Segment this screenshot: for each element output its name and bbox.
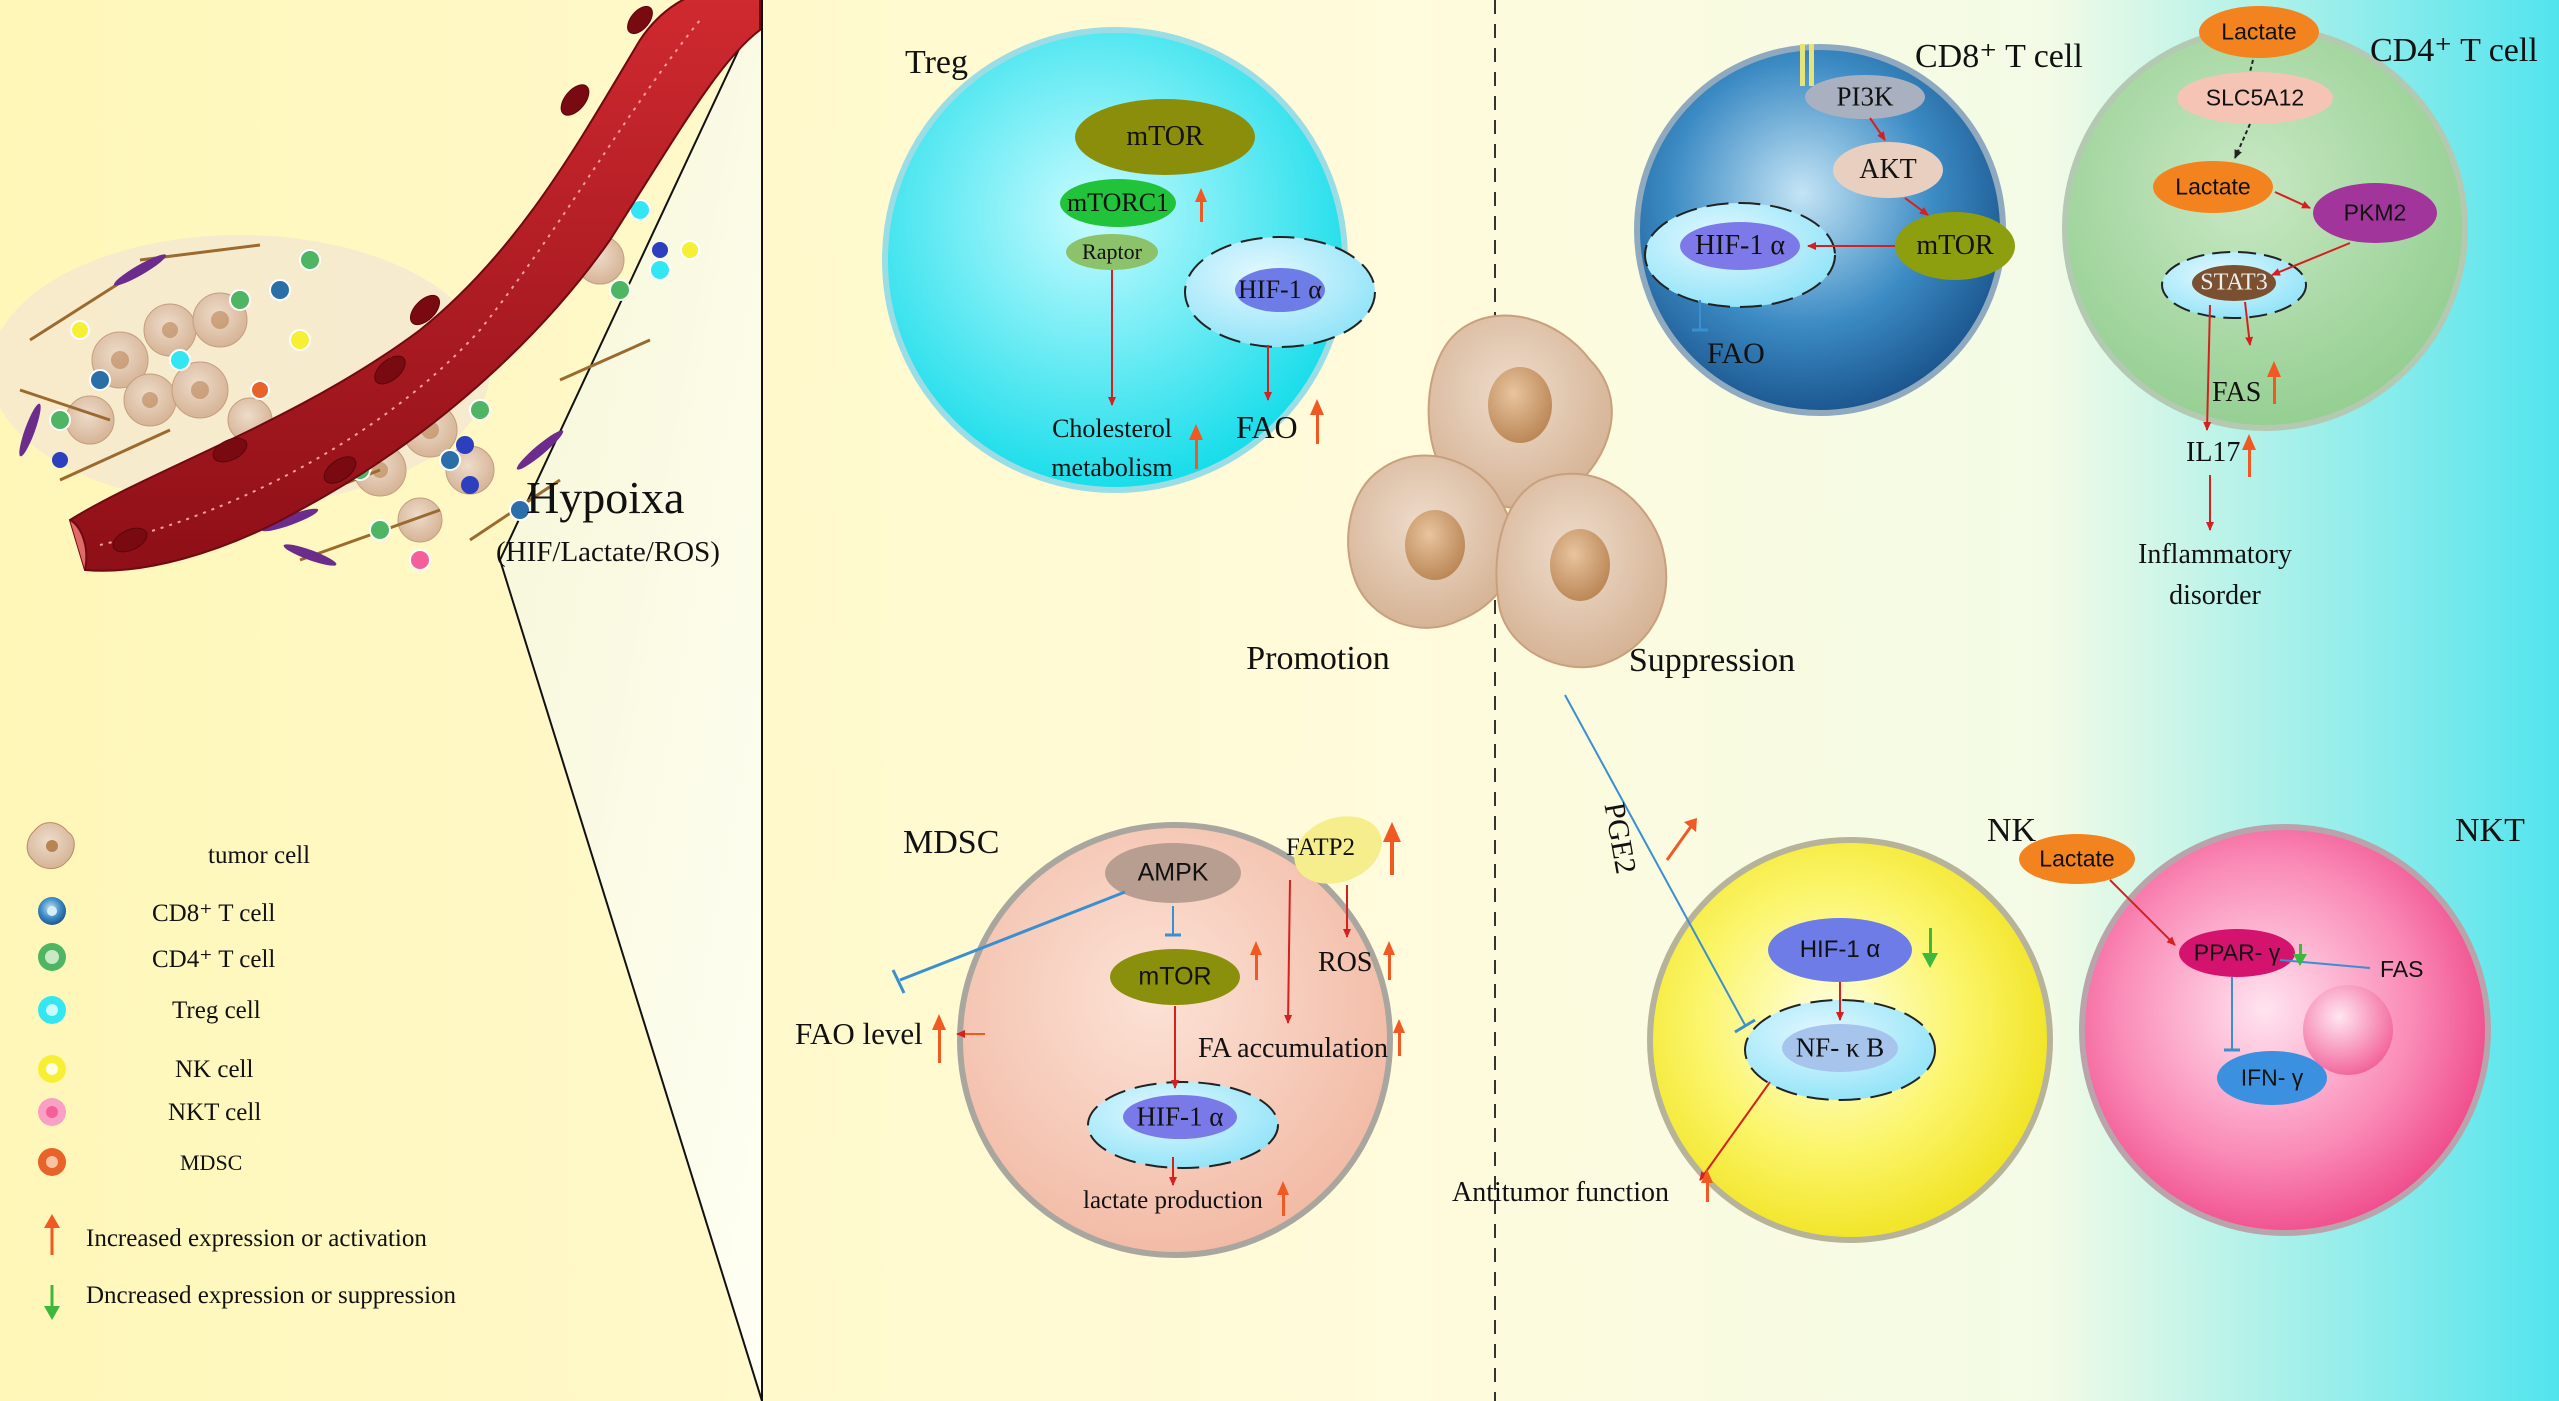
cd8-mtor: mTOR (1916, 230, 1994, 261)
nk-hif: HIF-1 α (1799, 936, 1881, 963)
legend-tumor-cell: tumor cell (208, 842, 311, 869)
treg-metabolism: metabolism (1051, 453, 1173, 482)
legend-nk: NK cell (175, 1056, 254, 1083)
cd4-stat3: STAT3 (2200, 269, 2268, 296)
nkt-title: NKT (2455, 812, 2525, 849)
nkt-ifn-gamma: IFN- γ (2240, 1064, 2304, 1091)
nk-antitumor-function: Antitumor function (1452, 1177, 1669, 1208)
mdsc-lactate-production: lactate production (1083, 1187, 1263, 1214)
mdsc-cell (891, 816, 1405, 1258)
treg-mtor: mTOR (1126, 121, 1204, 152)
cd4-cell (2062, 6, 2468, 531)
cd8-title: CD8⁺ T cell (1915, 38, 2083, 75)
treg-mtorc1: mTORC1 (1066, 188, 1170, 217)
cd4-disorder: disorder (2169, 580, 2261, 611)
mdsc-fa-accumulation: FA accumulation (1198, 1033, 1388, 1064)
nk-title: NK (1987, 812, 2037, 849)
treg-title: Treg (905, 44, 968, 81)
mdsc-ros: ROS (1318, 947, 1373, 978)
cd4-cell-icon (38, 943, 66, 971)
legend-icons (26, 822, 75, 1320)
legend-mdsc: MDSC (180, 1150, 243, 1175)
legend-cd8: CD8⁺ T cell (152, 900, 276, 927)
cd8-cell-icon (38, 897, 66, 925)
legend-nkt: NKT cell (168, 1099, 262, 1126)
treg-hif: HIF-1 α (1238, 275, 1322, 304)
cd8-hif: HIF-1 α (1694, 230, 1786, 261)
cd4-lactate-intracellular: Lactate (2175, 173, 2251, 200)
tumor-tissue-illustration (0, 0, 761, 572)
suppression-label: Suppression (1628, 642, 1796, 679)
nk-cell (1564, 694, 2053, 1243)
cd4-pkm2: PKM2 (2343, 199, 2407, 226)
nk-nfkb: NF- κ B (1795, 1032, 1885, 1063)
central-tumor-cells (1347, 314, 1668, 669)
nkt-lactate: Lactate (2039, 845, 2115, 872)
treg-cholesterol: Cholesterol (1052, 414, 1172, 443)
cd4-slc5a12: SLC5A12 (2205, 84, 2305, 111)
nkt-cell-icon (38, 1098, 66, 1126)
treg-raptor: Raptor (1082, 239, 1142, 264)
cd8-cell (1634, 44, 2015, 416)
cd8-akt: AKT (1859, 154, 1917, 185)
cd4-fas: FAS (2212, 377, 2262, 408)
treg-cell (882, 27, 1376, 493)
nkt-ppar-gamma: PPAR- γ (2193, 939, 2281, 966)
treg-fao: FAO (1236, 409, 1298, 445)
mdsc-fatp2: FATP2 (1286, 834, 1356, 861)
down-arrow-icon (44, 1285, 60, 1320)
mdsc-mtor: mTOR (1138, 962, 1212, 991)
mdsc-hif: HIF-1 α (1136, 1101, 1224, 1132)
up-arrow-icon (44, 1214, 60, 1255)
nk-cell-icon (38, 1055, 66, 1083)
cd4-lactate-extracellular: Lactate (2221, 18, 2297, 45)
mdsc-cell-icon (38, 1148, 66, 1176)
tumor-cell-icon (26, 822, 75, 869)
mdsc-ampk: AMPK (1137, 858, 1209, 887)
cd4-inflammatory: Inflammatory (2138, 539, 2292, 570)
legend-decreased: Dncreased expression or suppression (86, 1282, 457, 1309)
nkt-cell (2019, 824, 2491, 1236)
cd8-pi3k: PI3K (1836, 81, 1894, 112)
legend-cd4: CD4⁺ T cell (152, 946, 276, 973)
cd4-il17: IL17 (2186, 437, 2241, 468)
mdsc-fao-level: FAO level (795, 1016, 923, 1051)
cd8-fao: FAO (1707, 337, 1765, 370)
mdsc-title: MDSC (903, 824, 1000, 861)
hypoxia-title: Hypoixa (526, 472, 685, 523)
legend-increased: Increased expression or activation (86, 1225, 427, 1252)
promotion-label: Promotion (1246, 640, 1390, 677)
cd4-title: CD4⁺ T cell (2370, 32, 2538, 69)
treg-cell-icon (38, 996, 66, 1024)
hypoxia-subtitle: (HIF/Lactate/ROS) (496, 536, 720, 568)
legend-treg: Treg cell (172, 997, 261, 1024)
nkt-fas: FAS (2380, 956, 2424, 982)
